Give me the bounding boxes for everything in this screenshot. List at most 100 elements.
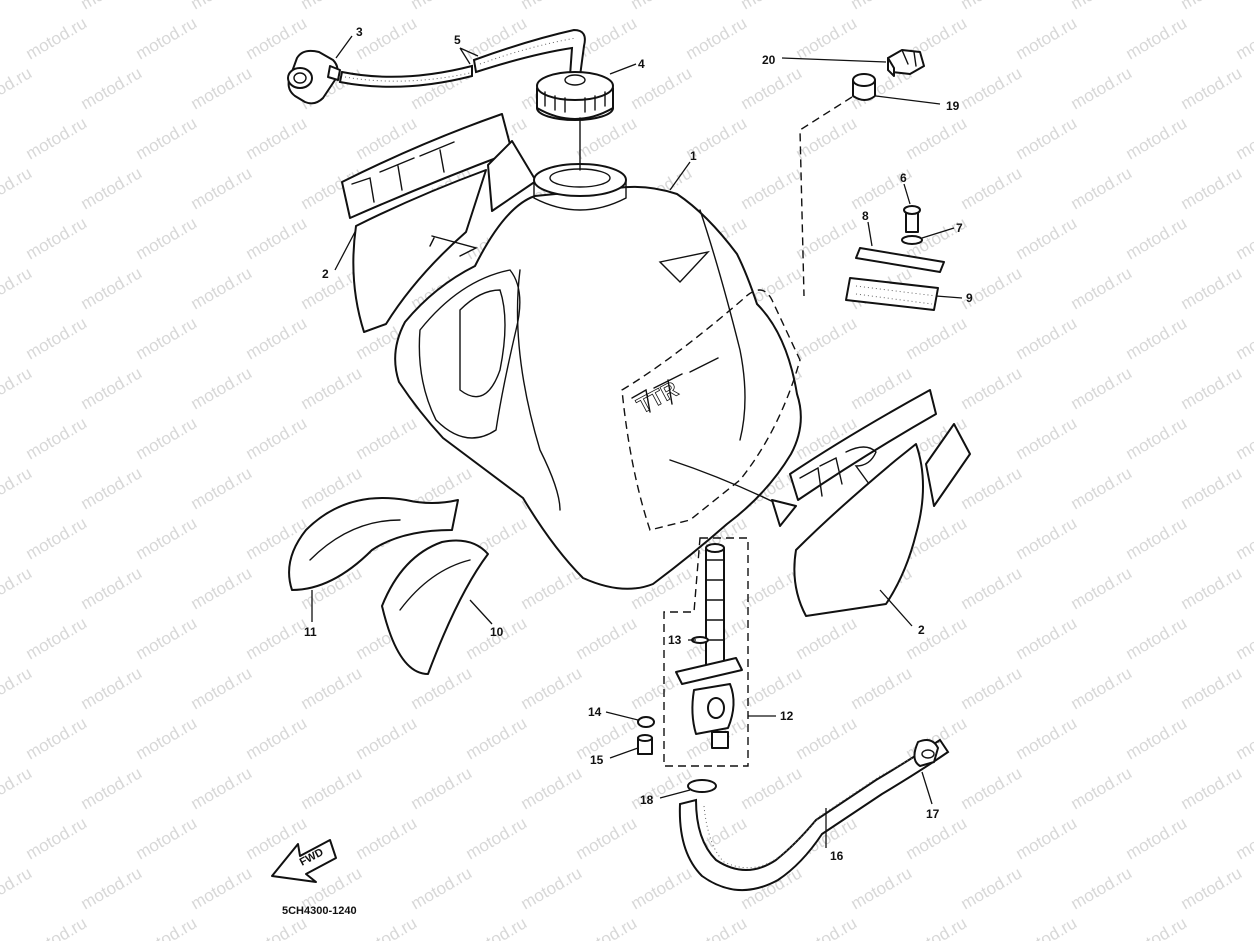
watermark-text: motod.ru [1233,13,1254,63]
watermark-text: motod.ru [1178,63,1246,113]
watermark-text: motod.ru [1233,313,1254,363]
watermark-text: motod.ru [23,713,91,763]
bolt-6 [904,206,920,232]
watermark-text: motod.ru [518,863,586,913]
watermark-text: motod.ru [0,863,35,913]
bolt [888,50,924,76]
watermark-text: motod.ru [1013,13,1081,63]
callout-13: 13 [668,633,682,647]
watermark-text: motod.ru [903,113,971,163]
watermark-text: motod.ru [78,863,146,913]
watermark-text: motod.ru [1013,313,1081,363]
watermark-text: motod.ru [1013,813,1081,863]
watermark-text: motod.ru [188,263,256,313]
watermark-text: motod.ru [133,413,201,463]
watermark-text: motod.ru [958,663,1026,713]
watermark-text: motod.ru [188,563,256,613]
callout-15: 15 [590,753,604,767]
watermark-text: motod.ru [298,363,366,413]
watermark-text: motod.ru [133,713,201,763]
watermark-text: motod.ru [903,313,971,363]
callout-2-right: 2 [918,623,925,637]
watermark-text: motod.ru [23,913,91,941]
watermark-text: motod.ru [133,13,201,63]
watermark-text: motod.ru [133,613,201,663]
watermark-text: motod.ru [1068,263,1136,313]
watermark-text: motod.ru [0,663,35,713]
watermark-text: motod.ru [1123,713,1191,763]
clip-17 [914,740,938,766]
watermark-text: motod.ru [133,813,201,863]
watermark-text: motod.ru [1013,113,1081,163]
watermark-text: motod.ru [958,763,1026,813]
watermark-text: motod.ru [243,913,311,941]
watermark-text: motod.ru [188,463,256,513]
watermark-text: motod.ru [903,613,971,663]
watermark-text: motod.ru [243,213,311,263]
watermark-text: motod.ru [793,313,861,363]
watermark-text: motod.ru [1013,513,1081,563]
watermark-text: motod.ru [78,363,146,413]
watermark-text: motod.ru [78,163,146,213]
watermark-text: motod.ru [958,263,1026,313]
watermark-text: motod.ru [1068,463,1136,513]
watermark-text: motod.ru [188,863,256,913]
watermark-text: motod.ru [1013,413,1081,463]
watermark-text: motod.ru [78,763,146,813]
watermark-text: motod.ru [793,13,861,63]
watermark-text: motod.ru [793,113,861,163]
watermark-text: motod.ru [133,313,201,363]
watermark-text: motod.ru [1178,863,1246,913]
watermark-text: motod.ru [1013,213,1081,263]
watermark-text: motod.ru [133,113,201,163]
callout-17: 17 [926,807,940,821]
watermark-text: motod.ru [958,63,1026,113]
watermark-text: motod.ru [23,413,91,463]
watermark-text: motod.ru [0,563,35,613]
watermark-text: motod.ru [0,163,35,213]
watermark-text: motod.ru [793,613,861,663]
watermark-text: motod.ru [188,663,256,713]
callout-6: 6 [900,171,907,185]
watermark-text: motod.ru [78,63,146,113]
watermark-text: motod.ru [1013,613,1081,663]
watermark-text: motod.ru [848,863,916,913]
callout-20: 20 [762,53,776,67]
watermark-text: motod.ru [1123,413,1191,463]
watermark-text: motod.ru [133,213,201,263]
watermark-text: motod.ru [243,313,311,363]
watermark-text: motod.ru [1068,363,1136,413]
watermark-text: motod.ru [23,813,91,863]
watermark-text: motod.ru [1123,113,1191,163]
watermark-text: motod.ru [188,63,256,113]
watermark-text: motod.ru [793,913,861,941]
watermark-text: motod.ru [1178,663,1246,713]
watermark-text: motod.ru [463,713,531,763]
watermark-text: motod.ru [408,863,476,913]
watermark-text: motod.ru [188,363,256,413]
watermark-text: motod.ru [23,513,91,563]
watermark-text: motod.ru [1233,713,1254,763]
watermark-text: motod.ru [1178,763,1246,813]
watermark-text: motod.ru [1233,413,1254,463]
watermark-text: motod.ru [188,0,256,13]
washer-7 [902,236,922,244]
watermark-text: motod.ru [78,563,146,613]
watermark-text: motod.ru [848,663,916,713]
watermark-text: motod.ru [518,763,586,813]
watermark-text: motod.ru [78,0,146,13]
watermark-text: motod.ru [463,913,531,941]
watermark-text: motod.ru [0,363,35,413]
watermark-text: motod.ru [958,863,1026,913]
watermark-text: motod.ru [23,613,91,663]
screw-15 [638,735,652,754]
callout-3: 3 [356,25,363,39]
watermark-text: motod.ru [958,363,1026,413]
watermark-text: motod.ru [958,163,1026,213]
watermark-text: motod.ru [0,763,35,813]
watermark-text: motod.ru [1178,263,1246,313]
watermark-text: motod.ru [298,0,366,13]
watermark-text: motod.ru [0,0,35,13]
watermark-text: motod.ru [1123,813,1191,863]
watermark-text: motod.ru [0,63,35,113]
